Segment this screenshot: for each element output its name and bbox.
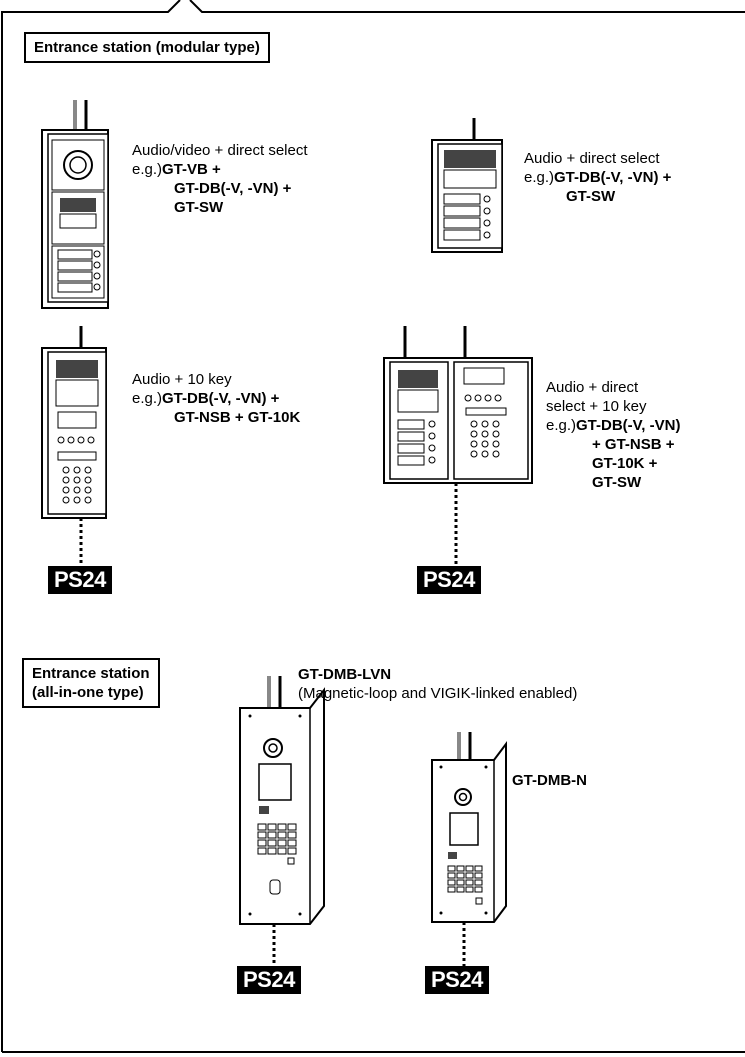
- station-av-direct-drawing: [41, 100, 109, 309]
- ps24-badge-4: PS24: [425, 966, 489, 994]
- allinone-title-line2: (all-in-one type): [32, 684, 144, 701]
- allinone-title-line1: Entrance station: [32, 665, 150, 682]
- station-dmb-lvn-label: GT-DMB-LVN (Magnetic-loop and VIGIK-link…: [298, 666, 578, 702]
- modular-section-title: Entrance station (modular type): [24, 32, 270, 63]
- ps24-badge-1: PS24: [48, 566, 112, 594]
- station-audio-10key-label: Audio + 10 key e.g.)GT-DB(-V, -VN) + GT-…: [132, 371, 301, 426]
- station-audio-direct-drawing: [431, 118, 503, 253]
- station-audio-10key-drawing: [41, 326, 107, 566]
- station-av-direct-label: Audio/video + direct select e.g.)GT-VB +…: [132, 142, 308, 216]
- station-audio-direct-label: Audio + direct select e.g.)GT-DB(-V, -VN…: [524, 150, 672, 205]
- station-dmb-n-label: GT-DMB-N: [512, 772, 587, 789]
- station-audio-direct-10key-label: Audio + direct select + 10 key e.g.)GT-D…: [546, 379, 681, 491]
- station-dmb-n-drawing: [431, 732, 507, 966]
- station-audio-direct-10key-drawing: [383, 326, 533, 566]
- station-dmb-lvn-drawing: [239, 676, 325, 966]
- ps24-badge-2: PS24: [417, 566, 481, 594]
- allinone-section-title: Entrance station (all-in-one type): [22, 658, 160, 708]
- ps24-badge-3: PS24: [237, 966, 301, 994]
